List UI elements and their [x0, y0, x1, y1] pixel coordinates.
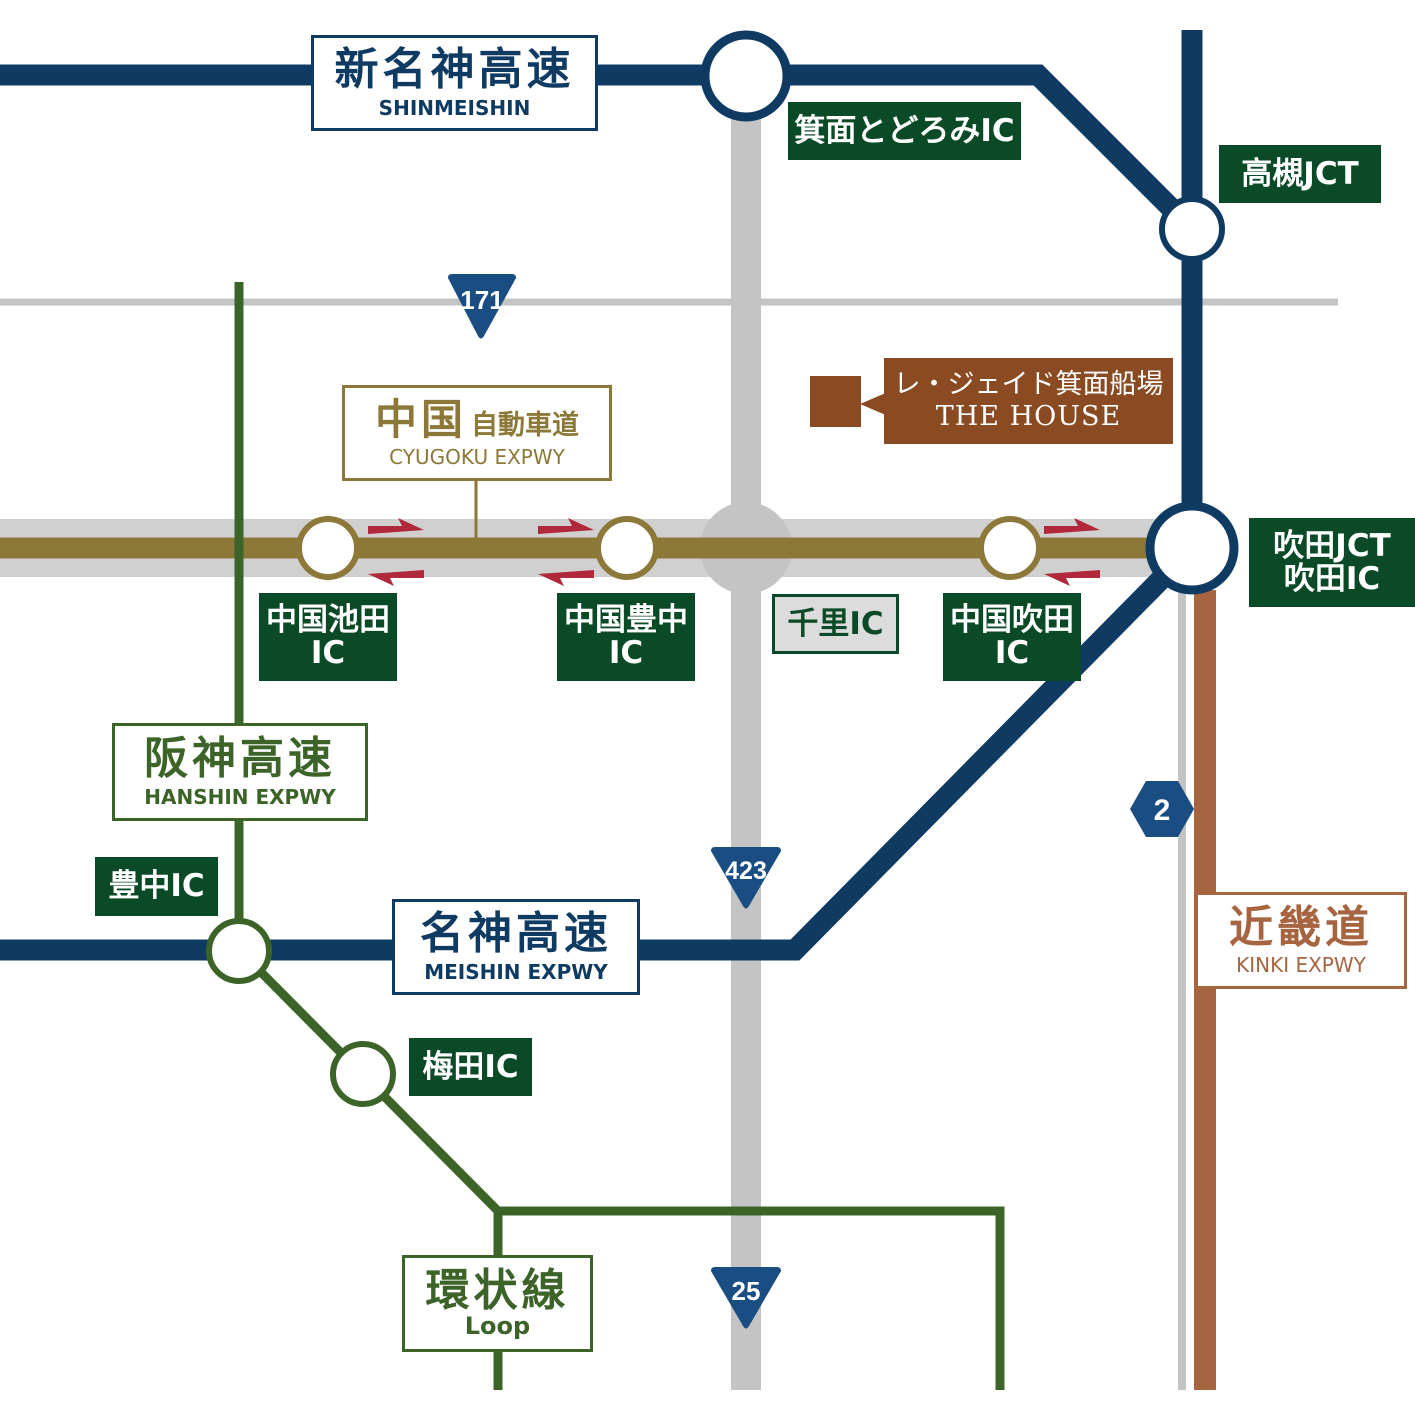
suita-jct-label: 吹田JCT [1273, 527, 1391, 564]
minoh-todoromi-ic-label: 箕面とどろみIC [788, 102, 1021, 160]
route-shield-shape [1130, 781, 1194, 837]
route-423-number: 423 [725, 857, 767, 885]
suita-jct-ic-label: 吹田JCT 吹田IC [1249, 518, 1415, 607]
route-25-shield: 25 [711, 1267, 781, 1329]
kinki-label-jp: 近畿道 [1229, 901, 1373, 953]
hanshin-label-en: HANSHIN EXPWY [144, 784, 336, 809]
kinki-label-en: KINKI EXPWY [1236, 953, 1366, 978]
shinmeishin-label-en: SHINMEISHIN [378, 95, 531, 120]
route-2-shield: 2 [1130, 781, 1194, 837]
route-shield-shape [711, 1267, 781, 1329]
route-423-shield: 423 [711, 847, 781, 909]
route-2-number: 2 [1154, 794, 1171, 827]
arrow-west [1044, 570, 1100, 586]
direction-arrows [368, 518, 1100, 586]
hanshin-label-jp: 阪神高速 [144, 733, 336, 785]
toyonaka-ic-label: 豊中IC [95, 857, 218, 916]
chugoku-toyonaka-ic-line1: 中国豊中 [564, 602, 688, 639]
chugoku-suita-node [978, 516, 1042, 580]
loop-label-jp: 環状線 [425, 1264, 570, 1316]
arrow-east [538, 518, 594, 534]
chugoku-toyonaka-ic-line2: IC [608, 635, 644, 671]
chugoku-suita-ic-label: 中国吹田 IC [943, 593, 1081, 681]
chugoku-label-jp-sub: 自動車道 [471, 410, 579, 442]
chugoku-ikeda-ic-label: 中国池田 IC [259, 593, 397, 681]
chugoku-ikeda-ic-line1: 中国池田 [266, 602, 390, 639]
arrow-west [368, 570, 424, 586]
route-171-shield: 171 [448, 274, 516, 339]
shinmeishin-label: 新名神高速 SHINMEISHIN [311, 35, 598, 131]
takatsuki-jct-label: 高槻JCT [1219, 145, 1381, 203]
shinmeishin-node [700, 30, 792, 122]
destination-name-en: THE HOUSE [935, 401, 1122, 432]
chugoku-toyonaka-ic-label: 中国豊中 IC [557, 593, 695, 681]
loop-label-en: Loop [464, 1312, 531, 1340]
chugoku-label-en: CYUGOKU EXPWY [389, 444, 565, 469]
takatsuki-jct-node [1159, 196, 1225, 262]
chugoku-ikeda-ic-line2: IC [310, 635, 346, 671]
destination-pointer [860, 392, 888, 416]
meishin-label-en: MEISHIN EXPWY [424, 959, 608, 984]
suita-ic-label: 吹田IC [1283, 560, 1381, 597]
chugoku-ikeda-node [296, 516, 360, 580]
senri-ic-label: 千里IC [772, 594, 899, 654]
route-shield-shape [448, 274, 516, 339]
destination-pointer-shape [860, 392, 888, 416]
meishin-label-jp: 名神高速 [420, 908, 612, 960]
chugoku-suita-ic-line2: IC [994, 635, 1030, 671]
umeda-ic-node [330, 1041, 396, 1107]
suita-jct-node [1145, 501, 1239, 595]
destination-name-jp: レ・ジェイド箕面船場 [893, 368, 1164, 400]
destination-marker [810, 376, 861, 427]
chugoku-toyonaka-node [595, 516, 659, 580]
hanshin-label: 阪神高速 HANSHIN EXPWY [112, 723, 368, 821]
destination-label: レ・ジェイド箕面船場 THE HOUSE [884, 358, 1173, 444]
arrow-east [368, 518, 424, 534]
meishin-label: 名神高速 MEISHIN EXPWY [392, 899, 640, 995]
chugoku-suita-ic-line1: 中国吹田 [950, 602, 1074, 639]
chugoku-label-jp: 中国 自動車道 [375, 398, 579, 442]
toyonaka-ic-node [206, 918, 272, 984]
chugoku-label-jp-main: 中国 [374, 395, 467, 445]
chugoku-label: 中国 自動車道 CYUGOKU EXPWY [342, 385, 612, 481]
route-171-number: 171 [460, 285, 503, 315]
route-25-number: 25 [732, 1276, 761, 1306]
arrow-west [538, 570, 594, 586]
route-shield-shape [711, 847, 781, 909]
shinmeishin-label-jp: 新名神高速 [334, 44, 575, 96]
kinki-label: 近畿道 KINKI EXPWY [1195, 892, 1407, 989]
umeda-ic-label: 梅田IC [409, 1038, 532, 1096]
arrow-east [1044, 518, 1100, 534]
loop-label: 環状線 Loop [402, 1255, 593, 1352]
